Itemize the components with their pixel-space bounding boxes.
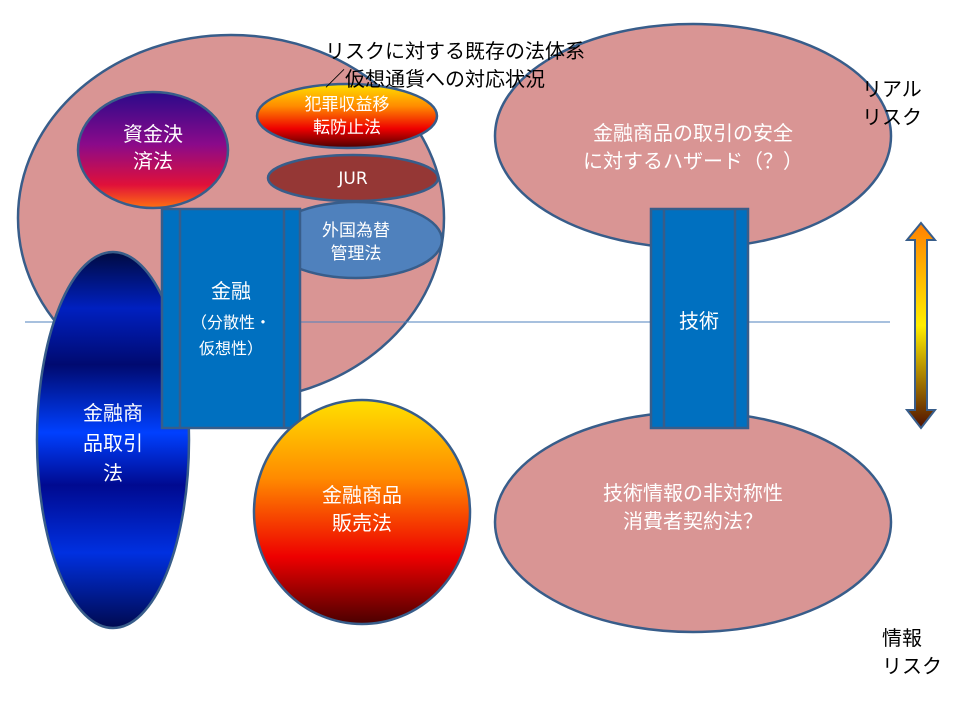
crime-law-line1: 犯罪収益移 — [305, 95, 390, 115]
forex-law-line2: 管理法 — [331, 244, 382, 264]
hazard-top-line2: に対するハザード（？） — [583, 149, 803, 173]
hazard-bottom-line2: 消費者契約法？ — [623, 509, 763, 533]
jur-label: JUR — [337, 169, 367, 189]
sales-law-ellipse — [252, 398, 472, 626]
tech-pillar — [649, 207, 750, 430]
real-risk-line2: リスク — [862, 105, 922, 129]
finance-label: 金融 — [211, 279, 251, 303]
fiea-line2: 品取引 — [83, 431, 143, 455]
hazard-top-line1: 金融商品の取引の安全 — [593, 121, 793, 145]
fiea-line1: 金融商 — [83, 401, 143, 425]
crime-proceeds-law-ellipse — [255, 82, 439, 150]
fiea-line3: 法 — [103, 461, 123, 485]
sales-law-line1: 金融商品 — [322, 483, 402, 507]
forex-law-line1: 外国為替 — [322, 221, 390, 241]
double-arrow-icon — [904, 221, 938, 430]
hazard-bottom-line1: 技術情報の非対称性 — [603, 481, 783, 505]
payment-law-line2: 済法 — [133, 149, 173, 173]
info-risk-line1: 情報 — [882, 626, 922, 650]
finance-pillar — [160, 207, 302, 430]
fiea-ellipse — [35, 250, 191, 630]
crime-law-line2: 転防止法 — [313, 118, 381, 138]
real-risk-line1: リアル — [862, 77, 922, 101]
title-line2: ／仮想通貨への対応状況 — [325, 67, 545, 91]
finance-sub2: 仮想性） — [199, 339, 263, 358]
finance-sub1: （分散性・ — [191, 313, 271, 332]
tech-label: 技術 — [679, 309, 719, 333]
payment-law-ellipse — [76, 90, 230, 210]
sales-law-line2: 販売法 — [332, 511, 392, 535]
payment-law-line1: 資金決 — [123, 122, 183, 146]
title-line1: リスクに対する既存の法体系 — [325, 39, 585, 63]
info-risk-line2: リスク — [882, 654, 942, 678]
